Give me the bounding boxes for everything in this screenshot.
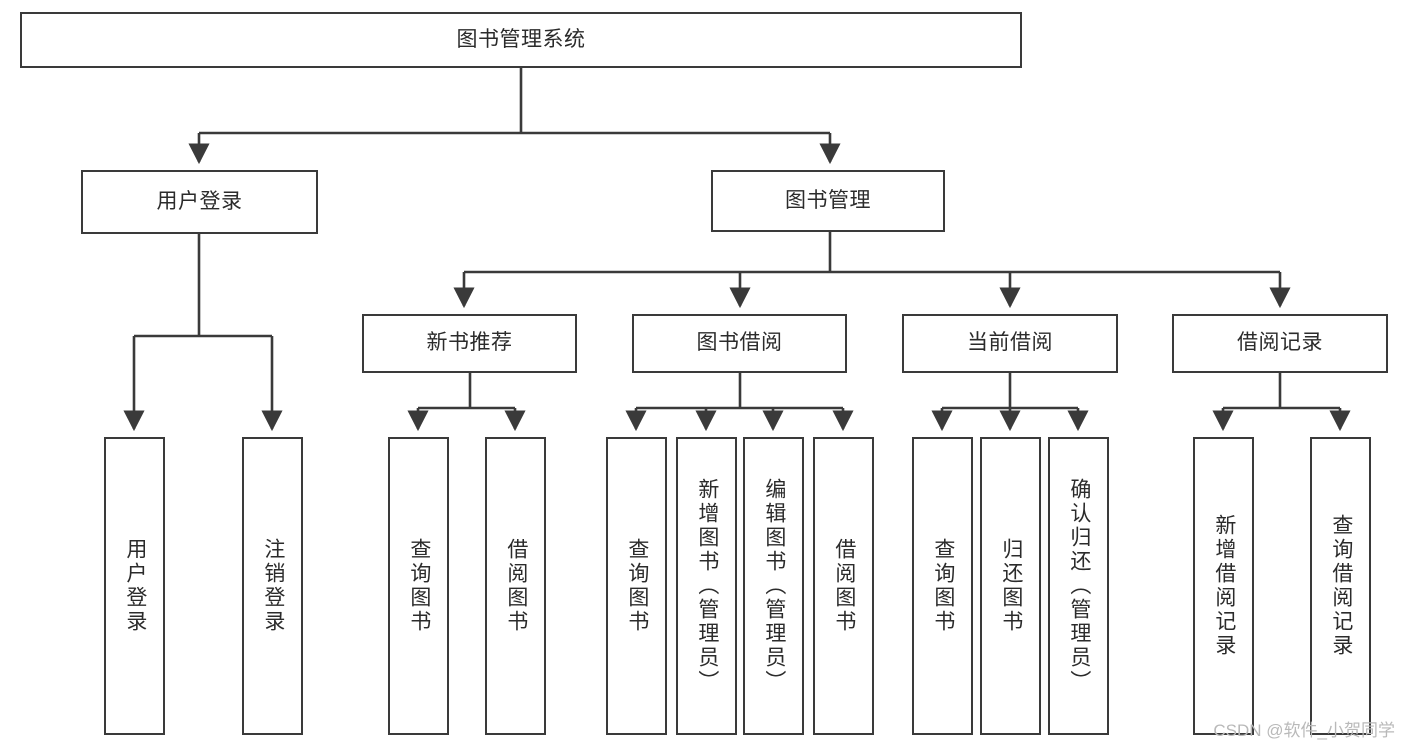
node-label: 查询图书 — [625, 538, 649, 634]
leaf-record-query-record[interactable]: 查询借阅记录 — [1310, 437, 1371, 735]
leaf-user-logout[interactable]: 注销登录 — [242, 437, 303, 735]
node-label: 查询借阅记录 — [1329, 514, 1353, 658]
node-label: 当前借阅 — [967, 331, 1053, 355]
node-book-borrow[interactable]: 图书借阅 — [632, 314, 847, 373]
node-label: 用户登录 — [156, 189, 243, 213]
node-label: 图书借阅 — [696, 331, 783, 355]
node-label: 查询图书 — [407, 538, 431, 634]
leaf-borrow-add-book-admin[interactable]: 新增图书（管理员） — [676, 437, 737, 735]
leaf-record-add-record[interactable]: 新增借阅记录 — [1193, 437, 1254, 735]
node-label: 新增借阅记录 — [1212, 514, 1236, 658]
node-label: 确认归还（管理员） — [1067, 478, 1091, 694]
leaf-borrow-edit-book-admin[interactable]: 编辑图书（管理员） — [743, 437, 804, 735]
node-label: 图书管理系统 — [456, 27, 586, 51]
node-current-borrow[interactable]: 当前借阅 — [902, 314, 1118, 373]
node-borrow-record[interactable]: 借阅记录 — [1172, 314, 1388, 373]
leaf-recommend-borrow-book[interactable]: 借阅图书 — [485, 437, 546, 735]
leaf-current-return-book[interactable]: 归还图书 — [980, 437, 1041, 735]
node-label: 归还图书 — [999, 538, 1023, 634]
leaf-current-query-book[interactable]: 查询图书 — [912, 437, 973, 735]
leaf-recommend-query-book[interactable]: 查询图书 — [388, 437, 449, 735]
leaf-user-login[interactable]: 用户登录 — [104, 437, 165, 735]
csdn-watermark: CSDN @软件_小贺同学 — [1213, 721, 1395, 740]
leaf-borrow-borrow-book[interactable]: 借阅图书 — [813, 437, 874, 735]
node-label: 用户登录 — [123, 538, 147, 634]
node-label: 图书管理 — [785, 188, 871, 212]
node-label: 借阅记录 — [1237, 331, 1323, 355]
node-label: 编辑图书（管理员） — [762, 478, 786, 694]
leaf-current-confirm-return-admin[interactable]: 确认归还（管理员） — [1048, 437, 1109, 735]
node-root-system[interactable]: 图书管理系统 — [20, 12, 1022, 68]
node-label: 新书推荐 — [426, 331, 513, 355]
node-label: 借阅图书 — [832, 538, 856, 634]
node-book-management[interactable]: 图书管理 — [711, 170, 945, 232]
node-label: 注销登录 — [261, 538, 285, 634]
node-label: 借阅图书 — [504, 538, 528, 634]
node-user-login[interactable]: 用户登录 — [81, 170, 318, 234]
node-new-book-recommend[interactable]: 新书推荐 — [362, 314, 577, 373]
leaf-borrow-query-book[interactable]: 查询图书 — [606, 437, 667, 735]
node-label: 新增图书（管理员） — [695, 478, 719, 694]
node-label: 查询图书 — [931, 538, 955, 634]
